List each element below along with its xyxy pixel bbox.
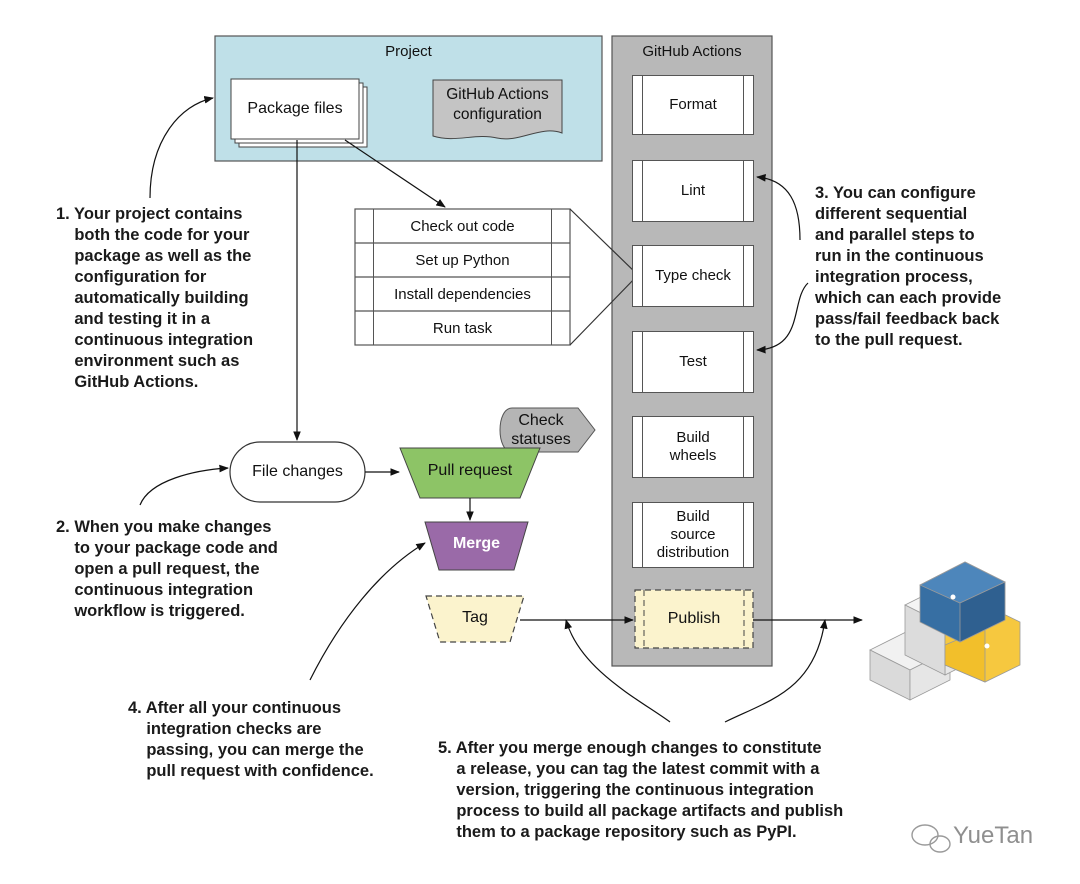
annotation-4: 4. After all your continuous integration… [128,699,374,780]
workflow-step: Set up Python [355,243,570,277]
package-files-label: Package files [247,100,343,117]
file-changes-label: File changes [252,463,343,480]
github-actions-title: GitHub Actions [642,42,742,60]
gha-config-label: GitHub Actions configuration [446,86,549,123]
pull-request-shape [399,447,541,499]
package-files-icon [230,78,368,148]
gha-step-lint: Lint [632,160,754,222]
check-statuses-label: Check statuses [511,412,571,448]
merge-label: Merge [452,535,501,552]
gha-step-format: Format [632,75,754,135]
gha-step-type-check: Type check [632,245,754,307]
tag-label: Tag [462,609,488,626]
connectors [139,96,863,723]
watermark-text: YueTan [953,822,1034,849]
annotation-2: 2. When you make changes to your package… [56,518,278,620]
workflow-step: Check out code [355,209,570,243]
gha-step-test: Test [632,331,754,393]
annotation-3: 3. You can configure different sequentia… [815,184,1002,349]
workflow-step: Run task [355,311,570,345]
annotation-1: 1. Your project contains both the code f… [56,205,254,391]
gha-config-document [432,79,563,140]
annotation-5: 5. After you merge enough changes to con… [438,739,844,841]
gha-step-build-wheels: Build wheels [632,416,754,478]
check-statuses-shape [499,407,596,453]
pull-request-label: Pull request [427,462,513,479]
project-title: Project [385,42,432,60]
gha-step-build-sdist: Build source distribution [632,502,754,568]
wechat-icon [911,824,951,853]
publish-shape [634,589,754,649]
merge-shape [424,521,529,571]
workflow-step: Install dependencies [355,277,570,311]
tag-shape [425,595,525,643]
publish-label: Publish [667,610,721,627]
pypi-logo [869,561,1021,701]
